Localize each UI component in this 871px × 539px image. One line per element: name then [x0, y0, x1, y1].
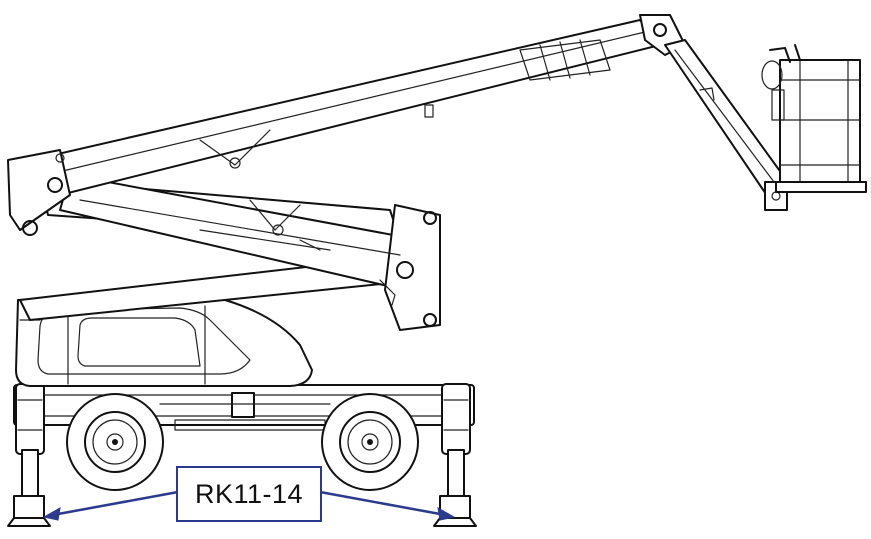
- callout-arrows: [42, 490, 456, 521]
- right-outrigger-foot: [433, 383, 477, 527]
- callout-label-box: RK11-14: [176, 466, 322, 522]
- platform-basket: [761, 44, 867, 193]
- jib-arm: [664, 39, 791, 211]
- front-wheel: [66, 393, 164, 491]
- rear-wheel: [321, 393, 419, 491]
- left-outrigger: [7, 383, 51, 527]
- upper-boom: [7, 14, 686, 236]
- left-arrowhead: [42, 507, 61, 521]
- lower-boom: [19, 174, 441, 331]
- callout-label: RK11-14: [194, 478, 304, 509]
- right-arrowhead: [437, 507, 456, 521]
